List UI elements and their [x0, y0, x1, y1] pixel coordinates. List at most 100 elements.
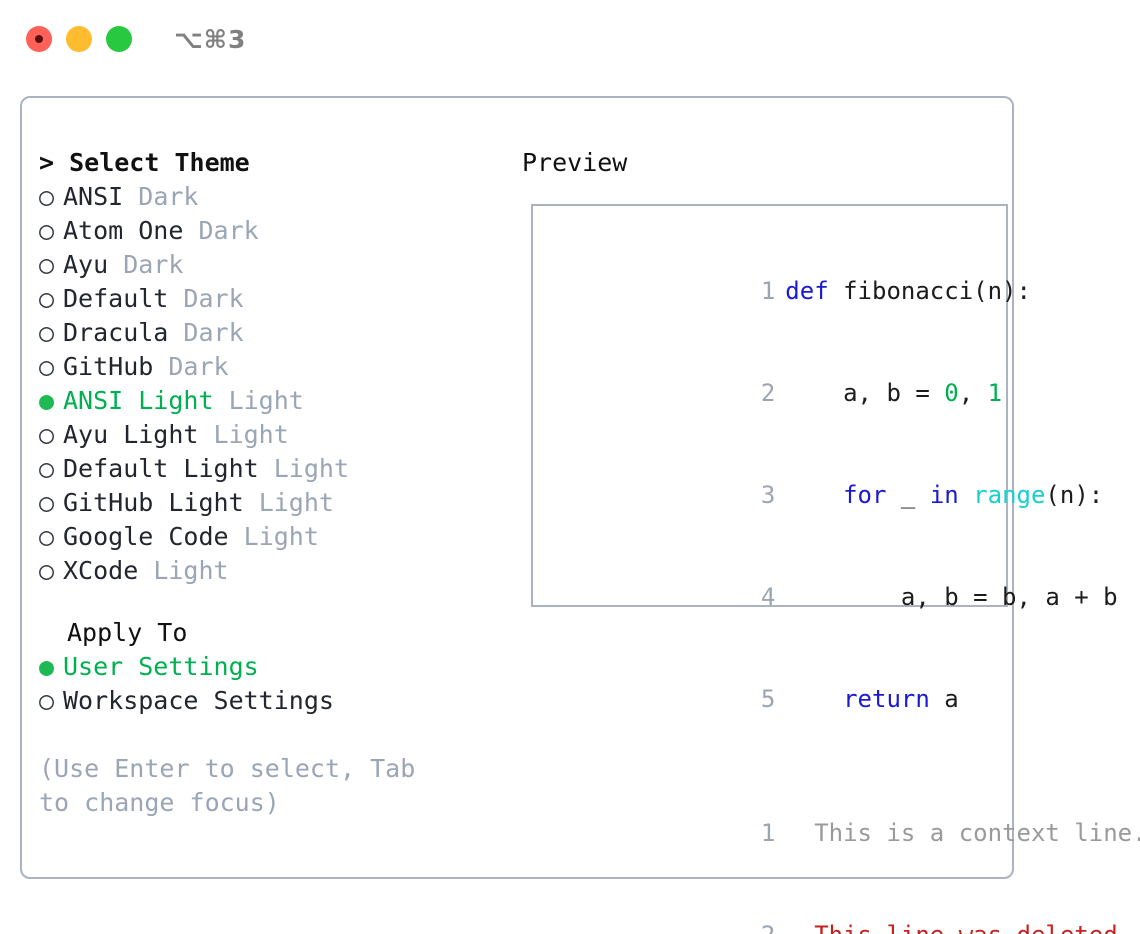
theme-variant-badge: Dark — [183, 318, 244, 347]
theme-list-item[interactable]: ○ XCode Light — [39, 554, 502, 588]
radio-icon[interactable]: ○ — [39, 216, 55, 245]
line-number: 1 — [760, 277, 776, 305]
radio-icon-selected[interactable]: ● — [39, 652, 55, 681]
theme-list-item[interactable]: ○ GitHub Light Light — [39, 486, 502, 520]
apply-to-item[interactable]: ○ Workspace Settings — [39, 684, 502, 718]
preview-code-block: 1 def fibonacci(n): 2 a, b = 0, 1 3 for _… — [533, 240, 1118, 750]
radio-icon[interactable]: ○ — [39, 284, 55, 313]
code-token: _ — [886, 481, 930, 509]
theme-picker-column: > Select Theme ○ ANSI Dark ○ Atom One Da… — [22, 98, 502, 877]
diff-line-deleted: 2- This line was deleted. — [533, 884, 1132, 934]
line-number: 2 — [760, 379, 776, 407]
theme-variant-badge: Dark — [198, 216, 259, 245]
line-number: 5 — [760, 685, 776, 713]
theme-name: XCode — [63, 556, 139, 585]
preview-diff-block: 1 This is a context line. 2- This line w… — [533, 782, 1140, 934]
code-token: a, b = b, a + b — [785, 583, 1118, 611]
radio-icon[interactable]: ○ — [39, 182, 55, 211]
code-line: 5 return a — [533, 648, 1006, 750]
minimize-button[interactable] — [66, 26, 92, 52]
line-number: 4 — [760, 583, 776, 611]
theme-list-item[interactable]: ○ GitHub Dark — [39, 350, 502, 384]
radio-icon[interactable]: ○ — [39, 420, 55, 449]
code-line: 4 a, b = b, a + b — [533, 546, 1118, 648]
code-line: 3 for _ in range(n): — [533, 444, 1103, 546]
radio-icon[interactable]: ○ — [39, 454, 55, 483]
theme-list-item[interactable]: ○ Atom One Dark — [39, 214, 502, 248]
radio-icon[interactable]: ○ — [39, 318, 55, 347]
apply-to-label: User Settings — [63, 652, 259, 681]
line-number: 2 — [753, 918, 775, 934]
preview-title: Preview — [522, 148, 628, 177]
code-token: 1 — [987, 379, 1003, 407]
theme-list: ○ ANSI Dark ○ Atom One Dark ○ Ayu Dark — [39, 180, 502, 588]
code-token — [785, 481, 843, 509]
theme-list-item[interactable]: ○ Default Dark — [39, 282, 502, 316]
theme-list-item[interactable]: ○ ANSI Dark — [39, 180, 502, 214]
theme-name: Default — [63, 284, 169, 313]
preview-divider-space — [533, 750, 1006, 782]
window-controls — [26, 26, 132, 52]
keyboard-hint-text: (Use Enter to select, Tab to change focu… — [39, 754, 416, 817]
theme-variant-badge: Light — [228, 386, 304, 415]
main-panel: > Select Theme ○ ANSI Dark ○ Atom One Da… — [20, 96, 1140, 934]
code-token: (n): — [1045, 481, 1104, 509]
code-token — [959, 481, 973, 509]
theme-variant-badge: Dark — [123, 250, 184, 279]
theme-variant-badge: Light — [213, 420, 289, 449]
theme-name: GitHub — [63, 352, 154, 381]
diff-marker: - — [785, 921, 799, 934]
theme-list-item-selected[interactable]: ● ANSI Light Light — [39, 384, 502, 418]
theme-list-item[interactable]: ○ Ayu Dark — [39, 248, 502, 282]
radio-icon[interactable]: ○ — [39, 250, 55, 279]
theme-variant-badge: Light — [273, 454, 349, 483]
theme-name: Dracula — [63, 318, 169, 347]
maximize-button[interactable] — [106, 26, 132, 52]
theme-name: Default Light — [63, 454, 259, 483]
radio-icon[interactable]: ○ — [39, 488, 55, 517]
code-token: range — [973, 481, 1046, 509]
diff-marker — [785, 819, 799, 847]
theme-list-item[interactable]: ○ Ayu Light Light — [39, 418, 502, 452]
preview-box: 1 def fibonacci(n): 2 a, b = 0, 1 3 for _… — [531, 204, 1140, 934]
theme-list-item[interactable]: ○ Dracula Dark — [39, 316, 502, 350]
theme-variant-badge: Light — [243, 522, 319, 551]
radio-icon[interactable]: ○ — [39, 686, 55, 715]
theme-name: ANSI — [63, 182, 124, 211]
apply-to-label: Workspace Settings — [63, 686, 334, 715]
code-token: a, b = — [785, 379, 945, 407]
code-token: def — [785, 277, 844, 305]
code-token: a — [929, 685, 959, 713]
apply-to-list: ● User Settings ○ Workspace Settings — [39, 650, 502, 718]
theme-list-item[interactable]: ○ Default Light Light — [39, 452, 502, 486]
radio-icon[interactable]: ○ — [39, 352, 55, 381]
code-token: 0 — [944, 379, 959, 407]
theme-variant-badge: Light — [153, 556, 229, 585]
theme-picker-title: > Select Theme — [39, 148, 250, 177]
code-token: , — [958, 379, 988, 407]
recording-indicator-icon — [35, 35, 43, 43]
diff-text: This is a context line. — [814, 819, 1140, 847]
theme-name: Atom One — [63, 216, 184, 245]
title-bar: ⌥⌘3 — [0, 0, 1140, 78]
apply-to-title: Apply To — [67, 618, 188, 647]
code-token: for — [843, 481, 887, 509]
close-button[interactable] — [26, 26, 52, 52]
apply-to-item-selected[interactable]: ● User Settings — [39, 650, 502, 684]
code-line: 1 def fibonacci(n): — [533, 240, 1031, 342]
code-token: in — [929, 481, 959, 509]
theme-variant-badge: Dark — [183, 284, 244, 313]
theme-variant-badge: Dark — [168, 352, 229, 381]
radio-icon-selected[interactable]: ● — [39, 386, 55, 415]
code-token: fibonacci(n): — [843, 277, 1031, 305]
theme-name: Ayu — [63, 250, 109, 279]
code-token: return — [843, 685, 930, 713]
radio-icon[interactable]: ○ — [39, 522, 55, 551]
radio-icon[interactable]: ○ — [39, 556, 55, 585]
preview-column: Preview 1 def fibonacci(n): 2 a, b = 0, 1… — [502, 98, 1140, 934]
code-token — [785, 685, 843, 713]
theme-list-item[interactable]: ○ Google Code Light — [39, 520, 502, 554]
hint-spacer — [39, 718, 502, 752]
theme-name: Ayu Light — [63, 420, 199, 449]
